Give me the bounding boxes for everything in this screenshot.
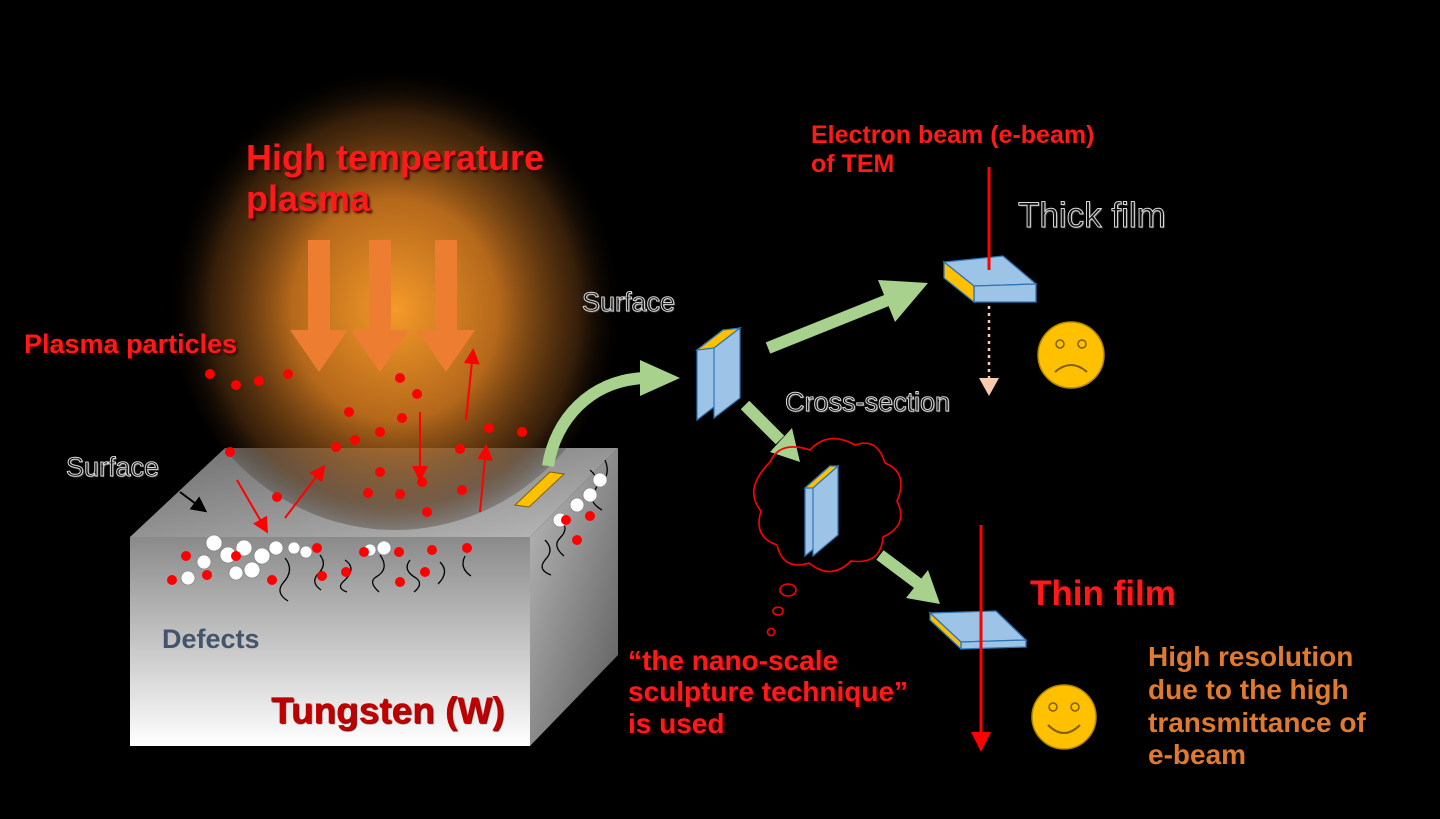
surface-label-mid: Surface (581, 286, 676, 317)
cross-section-label: Cross-section (784, 386, 951, 417)
surface-label-left: Surface (65, 451, 160, 482)
thin-film-label: Thin film (1030, 574, 1176, 613)
happy-face-icon (1031, 684, 1097, 750)
cloud-piece-side (812, 464, 839, 558)
ebeam-line-2: of TEM (811, 149, 895, 178)
block-side-face (530, 448, 618, 746)
plasma-particle-dots (167, 369, 595, 587)
plasma-arrows (290, 240, 475, 372)
plasma-arrow-2 (351, 240, 409, 372)
hires-line-3: transmittance of (1148, 706, 1366, 738)
thin-film-slab (928, 610, 1028, 651)
defects-label: Defects (162, 624, 260, 654)
high-resolution-note: High resolution due to the high transmit… (1148, 641, 1366, 772)
thick-path-arrow-shaft (765, 294, 891, 354)
lift-out-arrowhead (640, 360, 680, 396)
thought-cloud (753, 437, 902, 637)
nano-sculpture-note: “the nano-scale sculpture technique” is … (628, 645, 908, 739)
blocked-beam-arrowhead (979, 378, 999, 396)
thin-path-arrow-shaft (740, 400, 785, 445)
nano-line-1: “the nano-scale (628, 645, 839, 676)
particle-trajectories (236, 348, 493, 534)
cross-section-piece (694, 326, 743, 422)
ebeam-line-1: Electron beam (e-beam) (811, 121, 1095, 149)
hires-line-2: due to the high (1148, 673, 1349, 705)
thick-front (973, 283, 1037, 303)
high-temp-line-2: plasma (246, 178, 371, 220)
ebeam-thin-arrowhead (971, 732, 991, 752)
plasma-glow (165, 40, 625, 530)
nano-line-3: is used (628, 707, 725, 739)
thin-path-arrowhead (770, 428, 800, 462)
thin-film-arrowhead (906, 570, 940, 604)
piece-side (713, 326, 741, 420)
thin-front (960, 639, 1027, 650)
thin-left (929, 611, 962, 651)
plasma-arrow-1 (290, 240, 348, 372)
thick-left (943, 260, 975, 304)
plasma-arrow-3 (417, 240, 475, 372)
thick-film-label: Thick film (1018, 195, 1167, 235)
high-temp-plasma-title: High temperature plasma (246, 137, 544, 220)
ebeam-label: Electron beam (e-beam) of TEM (811, 121, 1094, 179)
nano-line-2: sculpture technique” (628, 676, 909, 708)
block-front-face (130, 537, 530, 746)
sample-strip (513, 471, 566, 508)
hires-line-4: e-beam (1148, 739, 1247, 771)
lift-out-arrow (542, 372, 646, 468)
surface-pointer-arrow (179, 491, 208, 513)
cloud-piece (803, 464, 840, 558)
sad-face-icon (1037, 321, 1105, 389)
plasma-particles-label: Plasma particles (24, 329, 238, 359)
tungsten-label: Tungsten (W) (271, 690, 505, 731)
high-temp-line-1: High temperature (246, 137, 545, 178)
thick-film-slab (942, 255, 1038, 304)
thin-film-arrow-shaft (876, 550, 924, 590)
thick-path-arrowhead (878, 280, 928, 322)
defect-cracks (279, 459, 608, 602)
hires-line-1: High resolution (1148, 641, 1354, 672)
